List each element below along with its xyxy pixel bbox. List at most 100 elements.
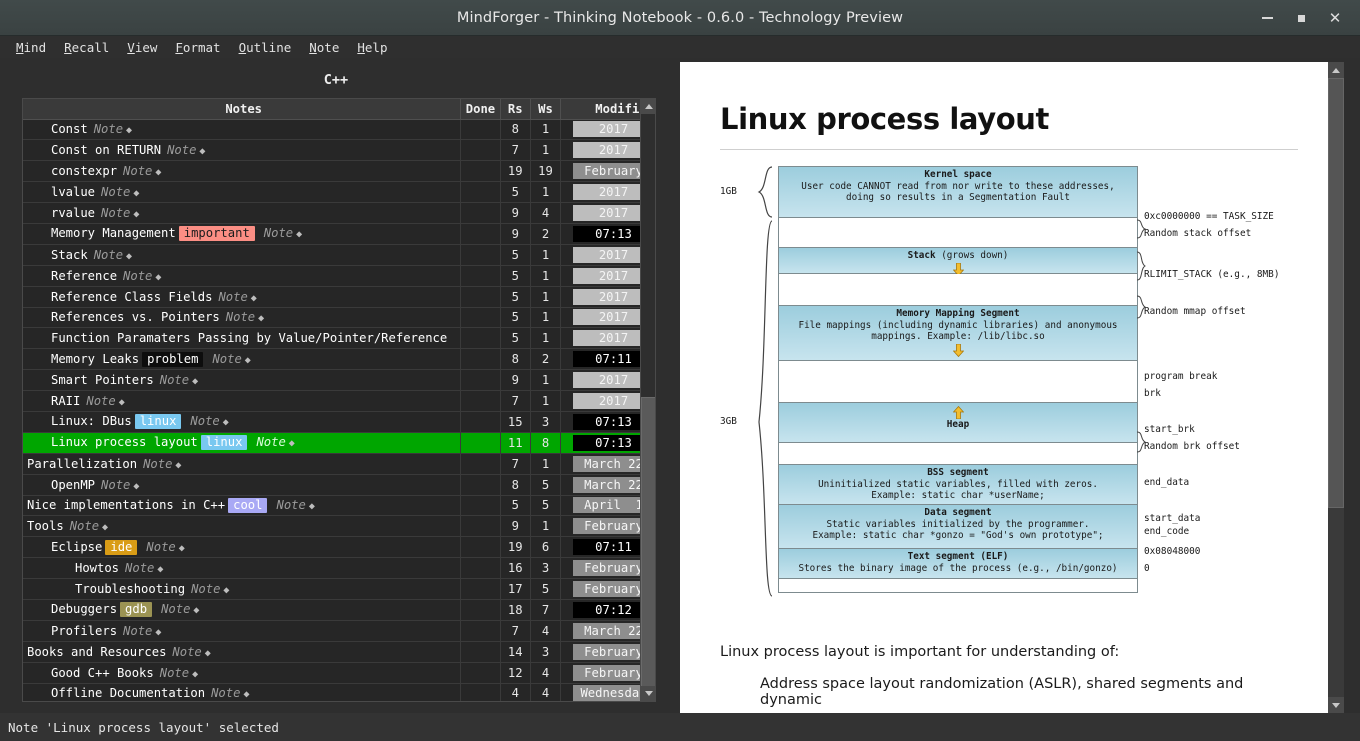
note-rs-cell: 7	[500, 620, 531, 642]
note-tag-problem[interactable]: problem	[142, 351, 204, 367]
scroll-down-button[interactable]	[641, 686, 655, 701]
note-ws-cell: 6	[530, 536, 562, 559]
note-title-cell[interactable]: Function Paramaters Passing by Value/Poi…	[23, 327, 462, 350]
segment-title: Heap	[946, 419, 970, 430]
scrollbar-thumb[interactable]	[641, 397, 655, 687]
note-tag-important[interactable]: important	[178, 226, 255, 242]
column-header-ws[interactable]: Ws	[530, 99, 562, 120]
note-tag-gdb[interactable]: gdb	[120, 602, 153, 618]
diamond-icon: ◆	[155, 271, 162, 283]
minimize-button[interactable]	[1250, 0, 1284, 36]
column-header-notes[interactable]: Notes	[23, 99, 462, 120]
table-row[interactable]: Function Paramaters Passing by Value/Poi…	[23, 327, 655, 350]
preview-scrollbar-thumb[interactable]	[1328, 78, 1344, 508]
segment-line: Static variables initialized by the prog…	[826, 518, 1090, 530]
scroll-up-button[interactable]	[641, 99, 655, 114]
preview-scrollbar[interactable]	[1328, 62, 1344, 713]
note-tag-ide[interactable]: ide	[105, 539, 138, 555]
column-header-rs[interactable]: Rs	[500, 99, 531, 120]
note-done-cell	[460, 641, 501, 663]
modified-badge: March 22	[573, 455, 654, 472]
preview-scroll-down-button[interactable]	[1328, 697, 1344, 713]
note-tag-cool[interactable]: cool	[228, 497, 268, 513]
note-modified-cell: March 22	[560, 453, 655, 475]
column-header-modified[interactable]: Modified	[560, 99, 655, 120]
note-modified-cell: 2017	[560, 119, 655, 141]
column-header-done[interactable]: Done	[460, 99, 501, 120]
notes-scrollbar[interactable]	[640, 99, 655, 701]
preview-scroll-up-button[interactable]	[1328, 62, 1344, 78]
note-modified-cell: 2017	[560, 307, 655, 329]
note-tag-linux[interactable]: linux	[134, 414, 182, 430]
close-button[interactable]: ✕	[1318, 0, 1352, 36]
note-tag-linux[interactable]: linux	[200, 435, 248, 451]
note-modified-cell: 07:13	[560, 223, 655, 245]
maximize-button[interactable]	[1284, 0, 1318, 36]
